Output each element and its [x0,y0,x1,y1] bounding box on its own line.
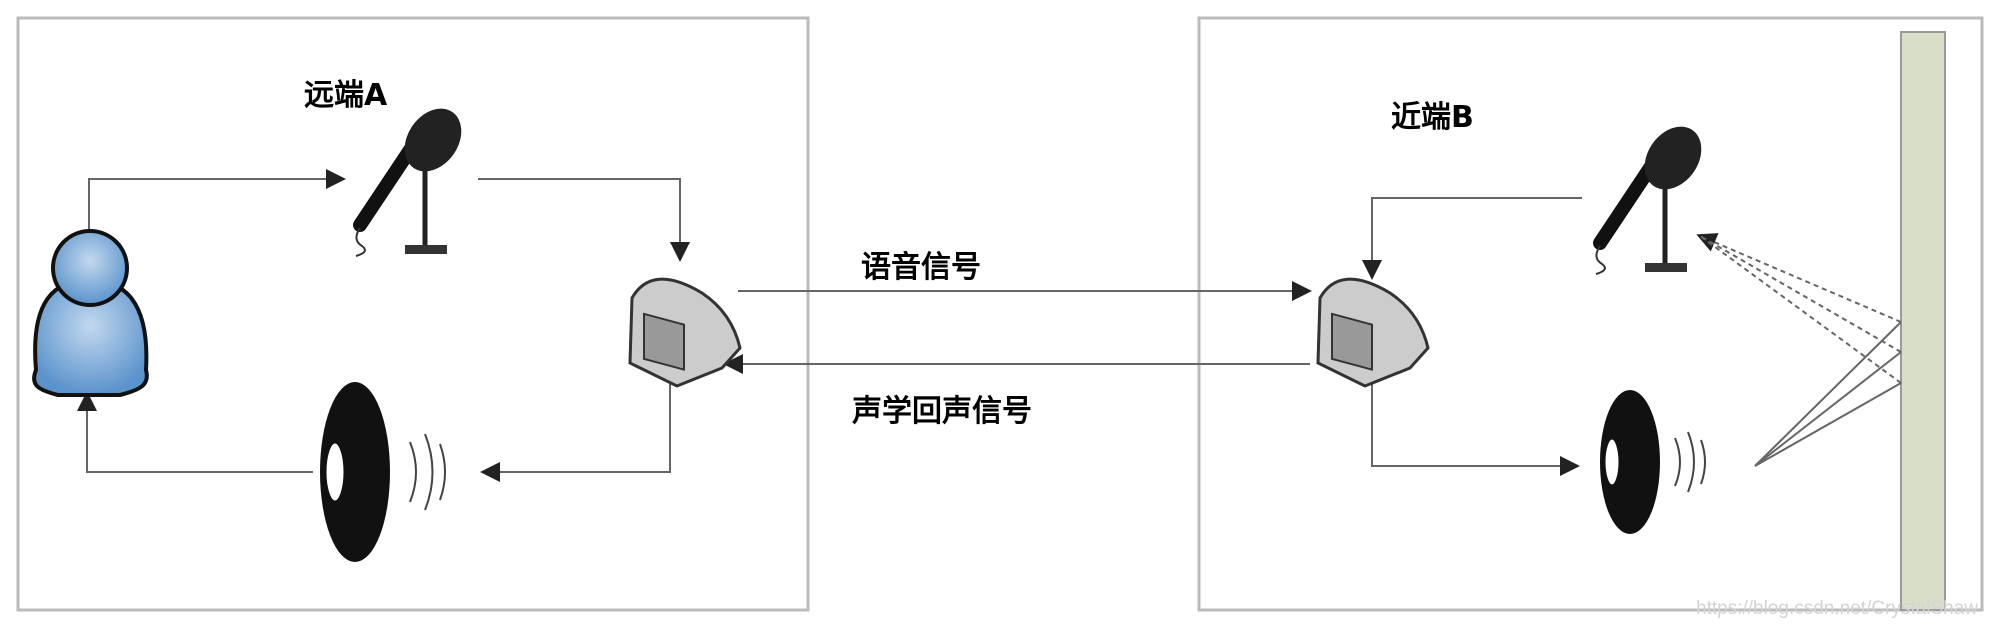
watermark: https://blog.csdn.net/CrystalShaw [1696,598,1978,619]
far-end-telephone-icon [628,277,742,388]
near-end-label: 近端B [1391,100,1474,135]
near-end-connectors [1362,197,1902,476]
echo-signal-label: 声学回声信号 [852,394,1032,429]
far-end-connectors [77,169,690,482]
speech-signal-label: 语音信号 [861,250,981,285]
far-end-label: 远端A [304,78,388,113]
wall [1900,31,1946,611]
far-end-box [16,16,810,612]
near-end-box [1197,16,1984,612]
far-end-microphone-icon [353,108,462,257]
near-end-microphone-icon [1593,126,1702,275]
person-icon [32,229,149,397]
near-end-speaker-icon [1600,390,1706,534]
far-end-speaker-icon [320,382,446,562]
near-end-telephone-icon [1316,277,1430,388]
